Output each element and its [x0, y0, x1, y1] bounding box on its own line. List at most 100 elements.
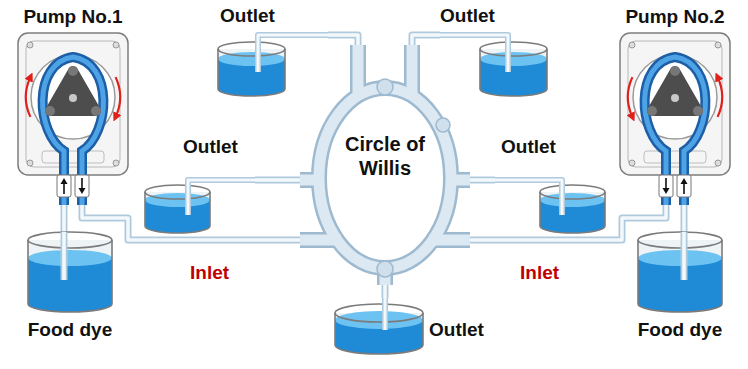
illustration-part — [382, 298, 388, 330]
outlet-label: Outlet — [220, 4, 275, 27]
illustration-part — [681, 178, 688, 184]
illustration-part — [116, 77, 120, 117]
illustration-part — [629, 42, 635, 48]
tube-wall — [255, 177, 300, 184]
illustration-part — [440, 35, 508, 72]
illustration-part — [715, 42, 721, 48]
tube-core — [255, 178, 300, 182]
illustration-part — [319, 88, 451, 268]
tube-connector — [328, 35, 358, 45]
tube-wall — [328, 35, 358, 45]
illustration-part — [620, 33, 730, 205]
tube-core — [682, 205, 686, 232]
illustration-part — [652, 71, 698, 111]
illustration-part — [300, 45, 470, 285]
illustration-part — [681, 232, 688, 280]
outlet-label: Outlet — [429, 318, 484, 341]
pump-label: Pump No.2 — [625, 5, 724, 28]
illustration-part — [113, 42, 119, 48]
illustration-part — [28, 240, 112, 312]
illustration-part — [384, 298, 387, 330]
tube-core — [412, 35, 440, 45]
illustration-part — [69, 94, 77, 102]
illustration-part — [145, 192, 210, 233]
outlet-label: Outlet — [440, 4, 495, 27]
illustration-part — [45, 106, 55, 116]
illustration-part — [540, 193, 605, 207]
illustration-part — [258, 35, 328, 72]
reservoir-label: Food dye — [638, 318, 722, 341]
illustration-part — [377, 79, 393, 95]
tube-core — [470, 178, 495, 182]
illustration-part — [113, 160, 119, 166]
illustration-part — [63, 183, 65, 194]
outlet-reservoir: Outlet — [495, 135, 607, 235]
inlet-label: Inlet — [190, 261, 229, 284]
illustration-part — [61, 178, 68, 184]
illustration-part — [638, 240, 722, 312]
tube-connector — [385, 285, 386, 298]
illustration-part — [81, 178, 83, 189]
tube-connector — [684, 205, 685, 232]
illustration-part — [62, 232, 66, 280]
illustration-part — [677, 175, 691, 197]
outlet-label: Outlet — [183, 135, 238, 158]
illustration-part — [540, 192, 605, 233]
tube-connector — [64, 205, 65, 232]
illustration-part — [440, 35, 508, 72]
illustration-part — [91, 106, 101, 116]
illustration-part — [665, 178, 667, 189]
illustration-part — [319, 88, 451, 268]
pump-unit: Pump No.2 — [616, 5, 734, 205]
illustration-part — [645, 57, 706, 205]
illustration-part — [145, 185, 210, 199]
reservoir-label: Food dye — [28, 318, 112, 341]
illustration-part — [75, 175, 89, 197]
outlet-reservoir: Outlet — [143, 135, 255, 235]
illustration-part — [188, 180, 255, 215]
tube-wall — [382, 285, 389, 298]
illustration-part — [638, 240, 722, 312]
illustration-part — [638, 250, 722, 266]
tube-wall — [681, 205, 688, 232]
tube-connector — [412, 35, 440, 45]
illustration-part — [27, 42, 33, 48]
illustration-part — [682, 232, 686, 280]
illustration-part — [300, 45, 470, 285]
illustration — [616, 5, 734, 205]
illustration-part — [42, 151, 104, 163]
illustration — [14, 5, 132, 205]
tube-core — [62, 205, 66, 232]
illustration-part — [638, 258, 722, 312]
illustration-part — [629, 160, 635, 166]
illustration-part — [188, 180, 255, 215]
vessel-model: Circle of Willis — [300, 45, 470, 285]
outlet-label: Outlet — [501, 135, 556, 158]
tube-core — [383, 285, 387, 298]
outlet-reservoir: Outlet — [333, 298, 493, 356]
illustration-part — [27, 160, 33, 166]
illustration-part — [663, 188, 670, 194]
illustration-part — [43, 57, 104, 205]
illustration-part — [645, 57, 706, 205]
illustration-part — [145, 192, 210, 233]
illustration-part — [28, 240, 112, 312]
tube-connector — [470, 180, 495, 181]
illustration-part — [628, 77, 632, 117]
illustration-part — [495, 180, 562, 215]
tube-wall — [470, 177, 495, 184]
illustration-part — [79, 188, 86, 194]
pump-label: Pump No.1 — [23, 5, 122, 28]
illustration-part — [659, 175, 673, 197]
illustration-part — [335, 304, 423, 322]
illustration-part — [50, 71, 96, 111]
illustration-part — [693, 106, 703, 116]
illustration-part — [57, 175, 71, 197]
model-label: Circle of Willis — [335, 132, 435, 180]
illustration-part — [715, 160, 721, 166]
illustration-part — [644, 151, 706, 163]
illustration-part — [540, 185, 605, 199]
tube-connector — [255, 180, 300, 181]
illustration-part — [670, 66, 680, 76]
